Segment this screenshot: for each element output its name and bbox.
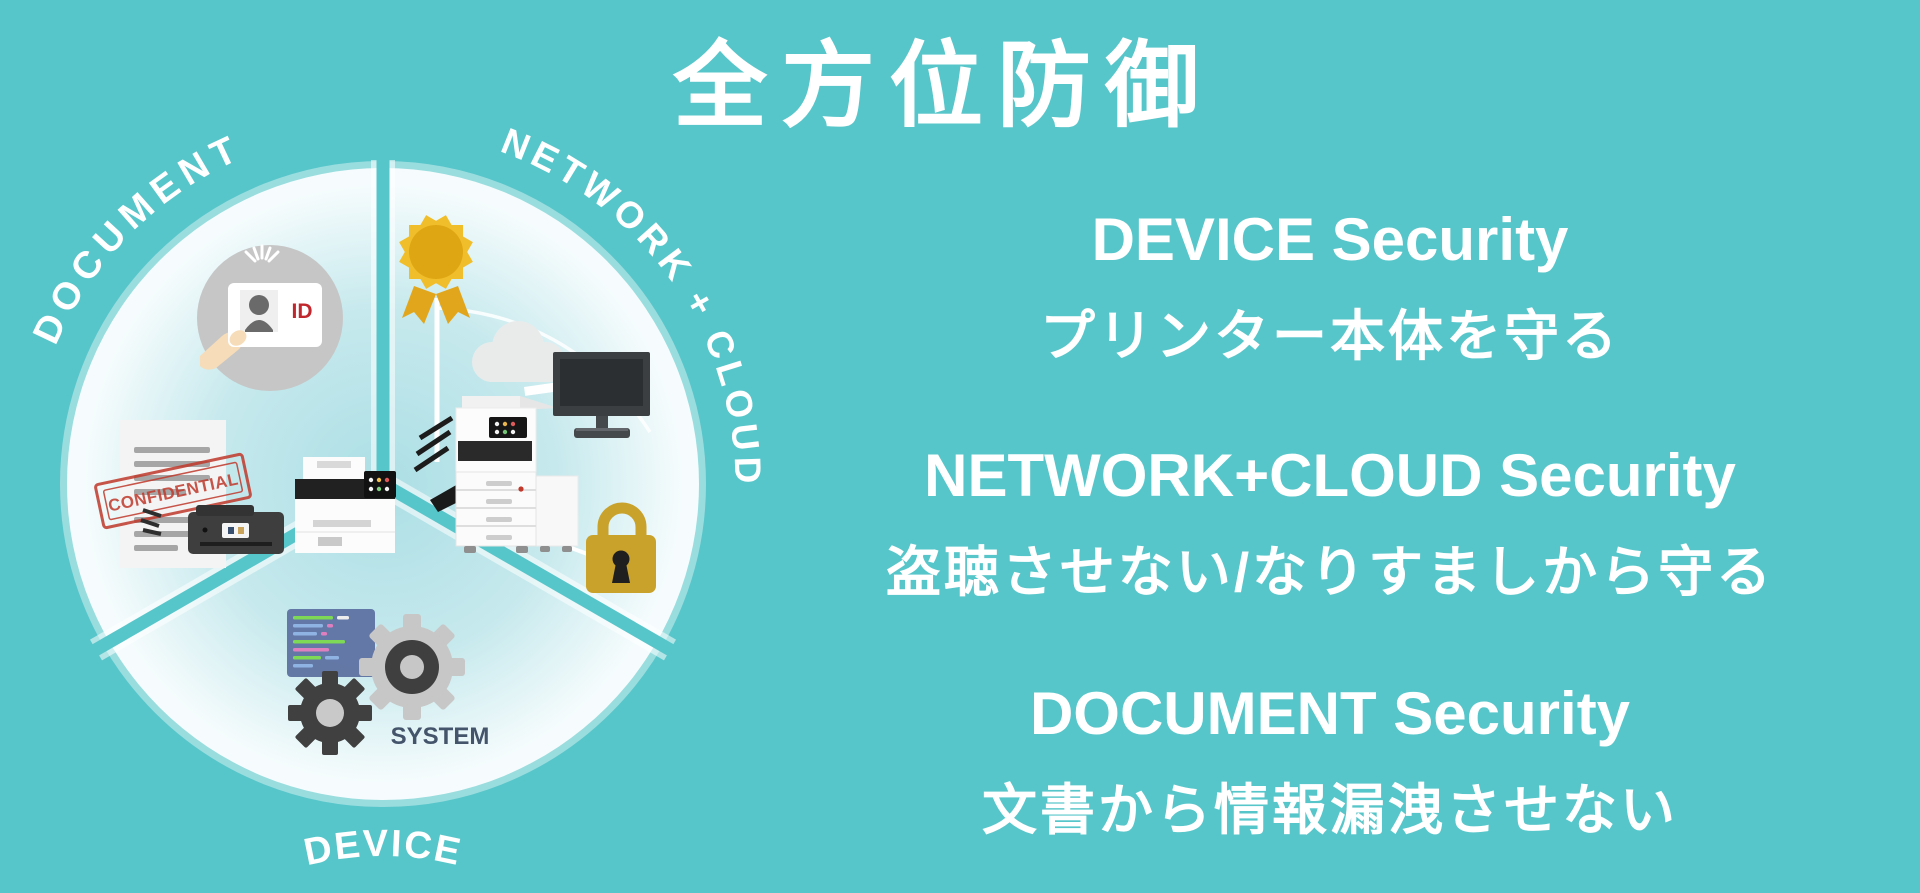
padlock-icon [586, 502, 656, 593]
segment-label-device: DEVICE [300, 823, 463, 874]
gear-dark-icon [288, 671, 372, 755]
section-device-subtitle: プリンター本体を守る [1039, 305, 1620, 367]
page-title: 全方位防御 [672, 33, 1213, 138]
gear-light-icon [359, 614, 465, 720]
section-network-cloud: NETWORK+CLOUD Security 盗聴させない/なりすましから守る [850, 428, 1810, 620]
copier-wheels [464, 546, 572, 553]
finisher-trays [413, 415, 454, 473]
code-window-icon [287, 609, 375, 677]
confidential-document-icon: CONFIDENTIAL [94, 420, 252, 568]
id-rays [244, 244, 280, 263]
mfp-panel-buttons [368, 477, 390, 492]
drawer-handles [486, 481, 512, 540]
paper-fan-lines [140, 508, 162, 536]
code-lines [293, 616, 349, 668]
system-label: SYSTEM [391, 723, 490, 750]
section-device: DEVICE Security プリンター本体を守る [850, 192, 1810, 384]
svg-text:DEVICE: DEVICE [300, 823, 465, 874]
id-label: ID [292, 300, 313, 323]
security-wheel-diagram: ID CONFIDENTIAL [25, 120, 763, 874]
copier-panel-buttons [494, 421, 516, 435]
section-device-heading: DEVICE Security [1091, 206, 1569, 273]
section-network-cloud-subtitle: 盗聴させない/なりすましから守る [885, 541, 1775, 603]
section-network-cloud-heading: NETWORK+CLOUD Security [924, 442, 1736, 509]
section-document-heading: DOCUMENT Security [1029, 680, 1631, 747]
monitor-icon [553, 352, 650, 438]
office-copier-icon [413, 382, 579, 553]
award-ribbon-icon [399, 215, 473, 324]
inkjet-printer-icon [140, 505, 284, 554]
id-badge-icon: ID [197, 244, 343, 391]
section-document: DOCUMENT Security 文書から情報漏洩させない [850, 666, 1810, 858]
section-document-subtitle: 文書から情報漏洩させない [981, 779, 1678, 841]
mfp-printer-icon [295, 457, 396, 553]
